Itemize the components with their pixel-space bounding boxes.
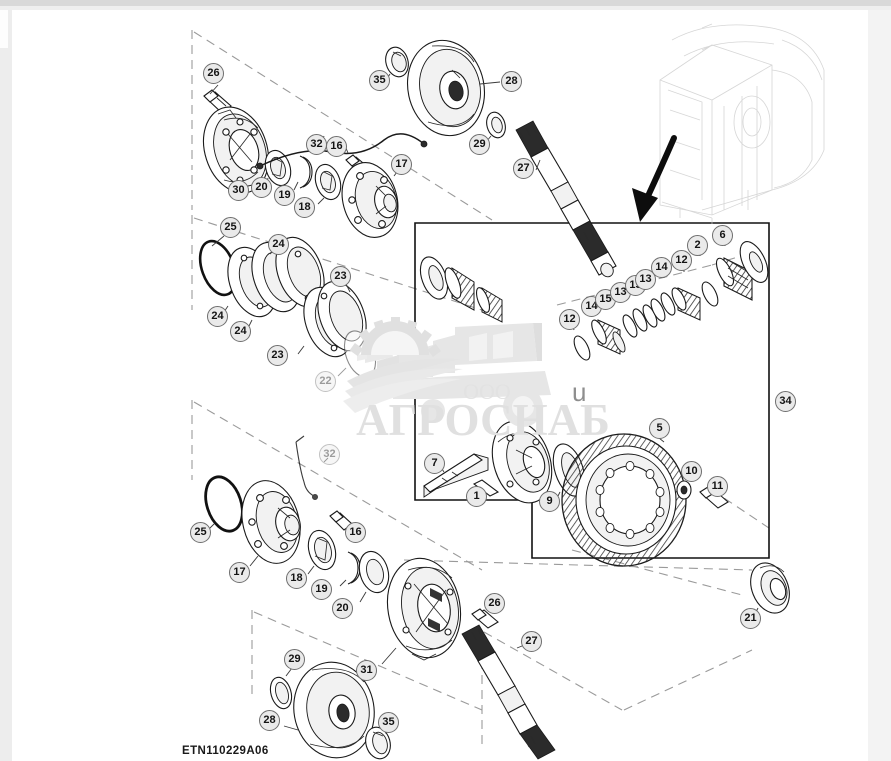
- callout-bubble-10[interactable]: 10: [681, 461, 702, 482]
- callout-bubble-32[interactable]: 32: [319, 444, 340, 465]
- callout-bubble-20[interactable]: 20: [251, 177, 272, 198]
- diagram-page: .ln{fill:none;stroke:#1a1a1a;stroke-widt…: [12, 10, 868, 761]
- callout-bubble-1[interactable]: 1: [466, 486, 487, 507]
- viewer-right-rail: [868, 10, 891, 761]
- part-brake-assembly-31: [381, 557, 462, 665]
- callout-bubble-14[interactable]: 14: [651, 257, 672, 278]
- part-seal-20-lower: [358, 550, 390, 603]
- callout-bubble-32[interactable]: 32: [306, 134, 327, 155]
- part-hub-17-upper: [341, 162, 401, 238]
- part-disc-stack-24: [223, 236, 325, 329]
- part-brake-assembly-30: [202, 106, 270, 194]
- callout-bubble-25[interactable]: 25: [220, 217, 241, 238]
- part-bearing-18-upper: [314, 163, 342, 205]
- faded-transmission-housing-illustration: [659, 23, 825, 224]
- part-ring-nut-21: [750, 562, 790, 617]
- callout-bubble-2[interactable]: 2: [687, 235, 708, 256]
- callout-bubble-17[interactable]: 17: [391, 154, 412, 175]
- callout-bubble-27[interactable]: 27: [521, 631, 542, 652]
- callout-bubble-35[interactable]: 35: [369, 70, 390, 91]
- callout-bubble-25[interactable]: 25: [190, 522, 211, 543]
- callout-bubble-29[interactable]: 29: [469, 134, 490, 155]
- callout-bubble-9[interactable]: 9: [539, 491, 560, 512]
- dashed-reference-frame-upper: [191, 30, 493, 221]
- part-axle-shaft-27-upper: [515, 120, 617, 278]
- spider-gear-right: [671, 287, 701, 321]
- part-ring-29-lower: [269, 667, 293, 710]
- callout-bubble-7[interactable]: 7: [424, 453, 445, 474]
- spider-gear-left: [591, 319, 626, 355]
- viewer-left-rail: [0, 10, 12, 761]
- part-brake-drum-28-upper: [406, 39, 501, 137]
- callout-bubble-20[interactable]: 20: [332, 598, 353, 619]
- callout-bubble-19[interactable]: 19: [311, 579, 332, 600]
- callout-bubble-21[interactable]: 21: [740, 608, 761, 629]
- part-ring-29-upper: [485, 111, 506, 143]
- callout-bubble-12[interactable]: 12: [559, 309, 580, 330]
- callout-bubble-19[interactable]: 19: [274, 185, 295, 206]
- viewer-left-rail-notch: [0, 10, 8, 48]
- viewer-top-chrome-bar-secondary: [0, 6, 891, 10]
- part-ring-35-upper: [385, 46, 409, 81]
- part-hub-17-lower: [241, 480, 301, 567]
- part-axle-shaft-27-lower: [461, 624, 556, 760]
- callout-bubble-26[interactable]: 26: [484, 593, 505, 614]
- callout-bubble-17[interactable]: 17: [229, 562, 250, 583]
- part-ring-35-lower: [365, 726, 391, 760]
- callout-bubble-11[interactable]: 11: [707, 476, 728, 497]
- callout-bubble-6[interactable]: 6: [712, 225, 733, 246]
- callout-bubble-18[interactable]: 18: [294, 197, 315, 218]
- part-ring-gear-5: [561, 433, 687, 567]
- differential-group-boundary-box: [414, 222, 770, 559]
- callout-bubble-22[interactable]: 22: [315, 371, 336, 392]
- dashed-reference-diagonal-right: [571, 489, 773, 596]
- dashed-reference-frame-lower: [191, 400, 753, 571]
- watermark-stray-text: u: [572, 377, 587, 407]
- callout-bubble-23[interactable]: 23: [267, 345, 288, 366]
- callout-bubble-24[interactable]: 24: [268, 234, 289, 255]
- callout-bubble-28[interactable]: 28: [259, 710, 280, 731]
- part-brake-drum-28-lower: [283, 661, 375, 759]
- assembly-direction-arrow: [632, 135, 677, 222]
- callout-bubble-18[interactable]: 18: [286, 568, 307, 589]
- callout-bubble-31[interactable]: 31: [356, 660, 377, 681]
- washer-6: [739, 241, 769, 283]
- part-brake-line-32: [256, 133, 428, 170]
- part-differential-carrier: [491, 420, 553, 504]
- callout-bubble-23[interactable]: 23: [330, 266, 351, 287]
- part-snap-ring-19-lower: [339, 551, 361, 587]
- part-bearing-18-lower: [307, 529, 337, 575]
- callout-bubble-30[interactable]: 30: [228, 180, 249, 201]
- part-bevel-gear-left-group: [419, 256, 503, 323]
- parts-diagram-canvas: .ln{fill:none;stroke:#1a1a1a;stroke-widt…: [191, 23, 825, 760]
- part-seal-20-upper: [264, 149, 292, 187]
- callout-bubble-24[interactable]: 24: [230, 321, 251, 342]
- callout-bubble-16[interactable]: 16: [345, 522, 366, 543]
- callout-bubble-29[interactable]: 29: [284, 649, 305, 670]
- viewer-top-chrome-bar: [0, 0, 891, 6]
- callout-bubble-26[interactable]: 26: [203, 63, 224, 84]
- part-snap-ring-19-upper: [293, 155, 313, 191]
- callout-bubble-27[interactable]: 27: [513, 158, 534, 179]
- callout-bubble-13[interactable]: 13: [635, 269, 656, 290]
- callout-bubble-34[interactable]: 34: [775, 391, 796, 412]
- callout-bubble-35[interactable]: 35: [378, 712, 399, 733]
- part-number-label: ETN110229A06: [182, 745, 269, 757]
- callout-bubble-16[interactable]: 16: [326, 136, 347, 157]
- callout-bubble-5[interactable]: 5: [649, 418, 670, 439]
- callout-bubble-12[interactable]: 12: [671, 250, 692, 271]
- part-pinion-shaft-7: [423, 453, 489, 498]
- callout-bubble-28[interactable]: 28: [501, 71, 522, 92]
- callout-bubble-24[interactable]: 24: [207, 306, 228, 327]
